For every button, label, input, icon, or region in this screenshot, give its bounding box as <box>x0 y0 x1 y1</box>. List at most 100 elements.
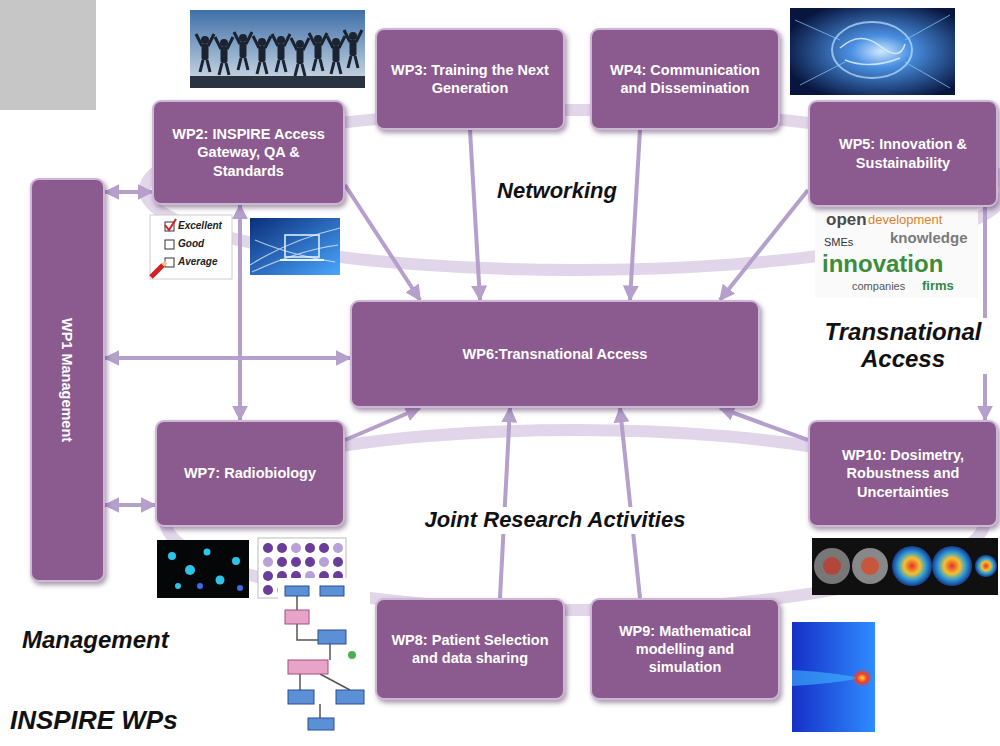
word-cloud-word: innovation <box>822 251 943 278</box>
cell-picture <box>175 583 181 589</box>
checklist-word: Good <box>178 238 204 249</box>
work-package-box: WP7: Radiobiology <box>155 420 345 527</box>
work-package-box: WP4: Communication and Dissemination <box>590 28 780 130</box>
team-photo <box>190 10 365 88</box>
flow-arrow <box>630 130 640 300</box>
brain-picture <box>795 15 950 88</box>
checklist-picture <box>163 262 166 265</box>
diagram-title: INSPIRE WPs <box>10 706 178 735</box>
brain-picture <box>790 8 955 95</box>
flowchart-picture <box>278 578 370 734</box>
cell-picture <box>185 565 195 575</box>
brain-picture <box>790 8 955 95</box>
dose-map-picture <box>975 555 997 577</box>
work-package-box: WP6:Transnational Access <box>350 300 760 408</box>
dose-map-picture <box>814 548 850 584</box>
checklist-picture <box>150 215 232 279</box>
well-plate-picture <box>258 538 346 598</box>
cell-picture <box>157 540 249 598</box>
well-plate-picture <box>319 557 329 567</box>
well-plate-picture <box>305 557 315 567</box>
well-plate-picture <box>277 543 287 553</box>
team-photo <box>190 76 365 88</box>
dose-map-picture <box>812 538 998 595</box>
flowchart-picture <box>348 651 356 659</box>
simulation-picture <box>792 670 862 686</box>
team-photo <box>190 10 365 88</box>
network-picture <box>250 218 340 275</box>
flow-arrow <box>470 130 480 300</box>
team-photo <box>215 37 233 75</box>
well-plate-picture <box>277 557 287 567</box>
dose-map-picture <box>932 546 972 586</box>
flow-arrow <box>345 185 420 300</box>
dose-map-picture <box>823 557 841 575</box>
management-bar: WP1 Management <box>30 178 105 582</box>
team-photo <box>309 33 327 71</box>
work-package-title: WP7: Radiobiology <box>184 464 316 482</box>
dose-map-picture <box>861 557 879 575</box>
flow-arrow <box>105 503 155 507</box>
flow-arrow <box>345 408 420 440</box>
work-package-title: WP6:Transnational Access <box>463 345 648 363</box>
cell-picture <box>197 583 203 589</box>
well-plate-picture <box>263 543 343 595</box>
flow-arrow <box>720 408 808 440</box>
flowchart-picture <box>285 586 309 596</box>
team-photo <box>196 34 214 72</box>
checklist-picture <box>150 215 232 279</box>
flow-arrow <box>983 207 987 420</box>
work-package-title: WP8: Patient Selection and data sharing <box>387 631 553 667</box>
network-picture <box>250 228 340 272</box>
network-picture <box>250 218 340 275</box>
well-plate-picture <box>263 571 273 581</box>
flow-arrow <box>105 356 350 360</box>
section-heading: Joint Research Activities <box>419 507 692 534</box>
flowchart-picture <box>308 718 334 730</box>
work-package-box: WP5: Innovation & Sustainability <box>808 100 998 207</box>
work-package-title: WP9: Mathematical modelling and simulati… <box>602 622 768 676</box>
checklist-picture <box>151 265 163 277</box>
work-package-title: WP5: Innovation & Sustainability <box>820 135 986 171</box>
word-cloud-word: knowledge <box>890 230 968 247</box>
team-photo <box>253 36 271 74</box>
flowchart-picture <box>288 690 314 704</box>
well-plate-picture <box>333 557 343 567</box>
section-heading: Networking <box>491 178 623 205</box>
simulation-picture <box>852 669 872 687</box>
cell-picture <box>168 549 240 590</box>
team-photo <box>234 32 252 70</box>
team-photo <box>327 36 345 74</box>
well-plate-picture <box>258 538 346 598</box>
simulation-picture <box>792 622 875 732</box>
checklist-word: Average <box>178 256 217 267</box>
flow-arrow <box>720 190 808 300</box>
flow-arrow <box>238 205 242 420</box>
work-package-title: WP3: Training the Next Generation <box>387 61 553 97</box>
word-cloud-ground <box>815 208 978 298</box>
work-package-title: WP2: INSPIRE Access Gateway, QA & Standa… <box>164 125 333 179</box>
checklist-word: Excellent <box>178 220 222 231</box>
team-photo <box>344 30 362 68</box>
word-cloud-word: open <box>826 210 867 229</box>
corner-block <box>0 0 96 110</box>
cell-picture <box>157 540 249 598</box>
flow-arrow <box>105 190 152 194</box>
flowchart-picture <box>278 578 370 734</box>
dose-map-picture <box>812 538 998 595</box>
checklist-picture <box>165 240 174 249</box>
well-plate-picture <box>319 543 329 553</box>
word-cloud-word: companies <box>852 280 905 292</box>
well-plate-picture <box>263 543 273 553</box>
flowchart-picture <box>320 586 344 596</box>
flowchart-picture <box>318 630 346 644</box>
work-package-box: WP9: Mathematical modelling and simulati… <box>590 598 780 700</box>
cell-picture <box>232 557 240 565</box>
work-package-title: WP10: Dosimetry, Robustness and Uncertai… <box>820 446 986 500</box>
flowchart-picture <box>285 610 309 624</box>
team-photo <box>272 34 290 72</box>
word-cloud-word: firms <box>922 279 954 294</box>
well-plate-picture <box>263 557 273 567</box>
